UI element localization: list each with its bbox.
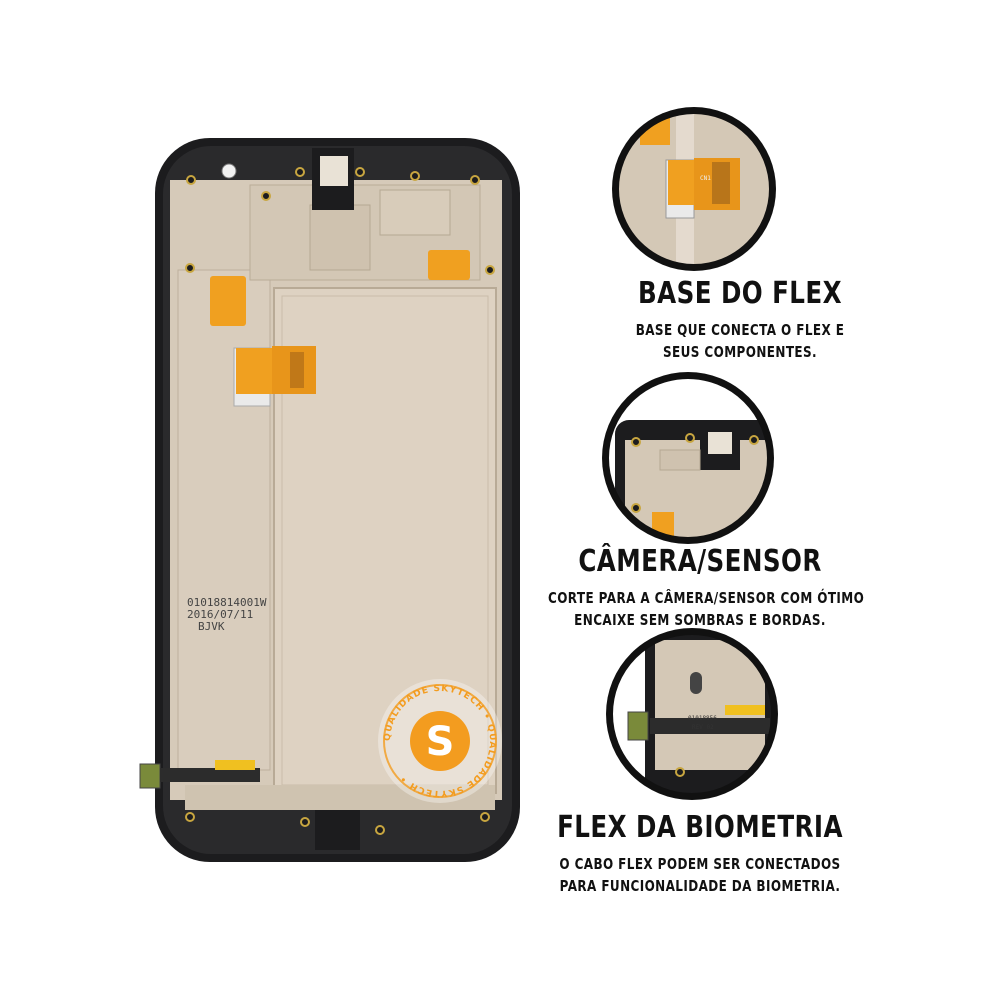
feature-title: BASE DO FLEX bbox=[638, 276, 842, 311]
stamp-line-2: 2016/07/11 bbox=[187, 608, 253, 621]
biometric-flex-cable bbox=[139, 760, 260, 789]
feature-flex-base: BASE DO FLEX BASE QUE CONECTA O FLEX E S… bbox=[560, 276, 920, 363]
feature-desc-line-2: PARA FUNCIONALIDADE DA BIOMETRIA. bbox=[559, 877, 841, 895]
quality-badge: S QUALIDADE SKYTECH • QUALIDADE SKYTECH … bbox=[378, 679, 502, 803]
bottom-notch bbox=[315, 810, 360, 850]
feature-biometric-flex: FLEX DA BIOMETRIA O CABO FLEX PODEM SER … bbox=[520, 810, 880, 897]
feature-desc-line-1: BASE QUE CONECTA O FLEX E bbox=[635, 321, 845, 339]
feature-camera-sensor: CÂMERA/SENSOR CORTE PARA A CÂMERA/SENSOR… bbox=[510, 544, 890, 631]
detail-circle-biometric: 01018856 REV 02 bbox=[606, 628, 778, 800]
feature-title: CÂMERA/SENSOR bbox=[578, 544, 822, 579]
stamp-line-3: BJVK bbox=[198, 620, 225, 633]
flex-connectors bbox=[210, 250, 470, 407]
part-number-stamp: 01018814001W 2016/07/11 BJVK bbox=[187, 596, 267, 633]
stamp-line-1: 01018814001W bbox=[187, 596, 267, 609]
feature-title: FLEX DA BIOMETRIA bbox=[557, 810, 843, 845]
screw-holes bbox=[185, 167, 495, 835]
feature-desc-line-1: O CABO FLEX PODEM SER CONECTADOS bbox=[559, 855, 841, 873]
mid-frame-plate bbox=[170, 180, 502, 810]
camera-cutout bbox=[221, 148, 354, 210]
bio-code-1: 01018856 bbox=[688, 715, 717, 722]
feature-desc-line-2: SEUS COMPONENTES. bbox=[662, 343, 818, 361]
detail-circle-camera bbox=[602, 372, 774, 544]
svg-text:CN1: CN1 bbox=[700, 175, 711, 182]
bio-code-2: REV 02 bbox=[692, 724, 714, 731]
feature-desc-line-2: ENCAIXE SEM SOMBRAS E BORDAS. bbox=[574, 611, 826, 629]
detail-circle-flex-base: CN1 bbox=[612, 107, 776, 271]
badge-letter: S bbox=[426, 719, 455, 765]
feature-desc-line-1: CORTE PARA A CÂMERA/SENSOR COM ÓTIMO bbox=[548, 589, 865, 607]
